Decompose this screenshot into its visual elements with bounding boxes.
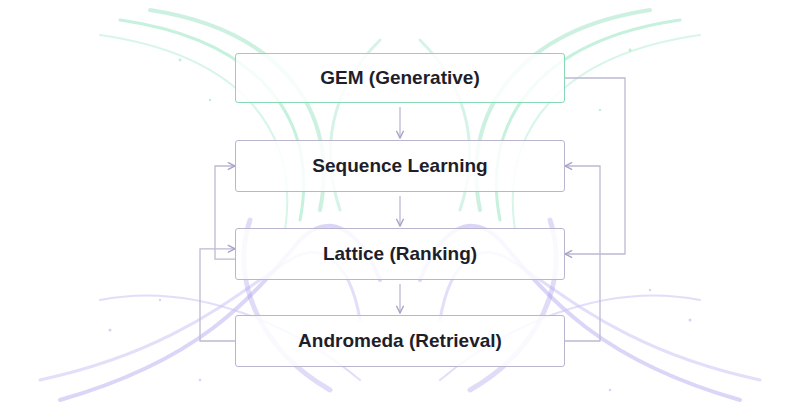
box-label: Andromeda (Retrieval) <box>298 330 502 352</box>
process-box: Andromeda (Retrieval) <box>235 315 565 367</box>
process-box: Lattice (Ranking) <box>235 228 565 280</box>
flow-arrow <box>200 249 235 341</box>
box-label: GEM (Generative) <box>320 67 479 89</box>
flow-arrow <box>399 196 400 226</box>
flow-arrow <box>565 166 600 341</box>
flow-arrow <box>399 284 400 313</box>
flow-arrow <box>399 107 400 138</box>
process-box: Sequence Learning <box>235 140 565 192</box>
process-box: GEM (Generative) <box>235 53 565 103</box>
flow-arrow <box>215 166 235 259</box>
box-label: Sequence Learning <box>312 155 487 177</box>
box-label: Lattice (Ranking) <box>323 243 477 265</box>
